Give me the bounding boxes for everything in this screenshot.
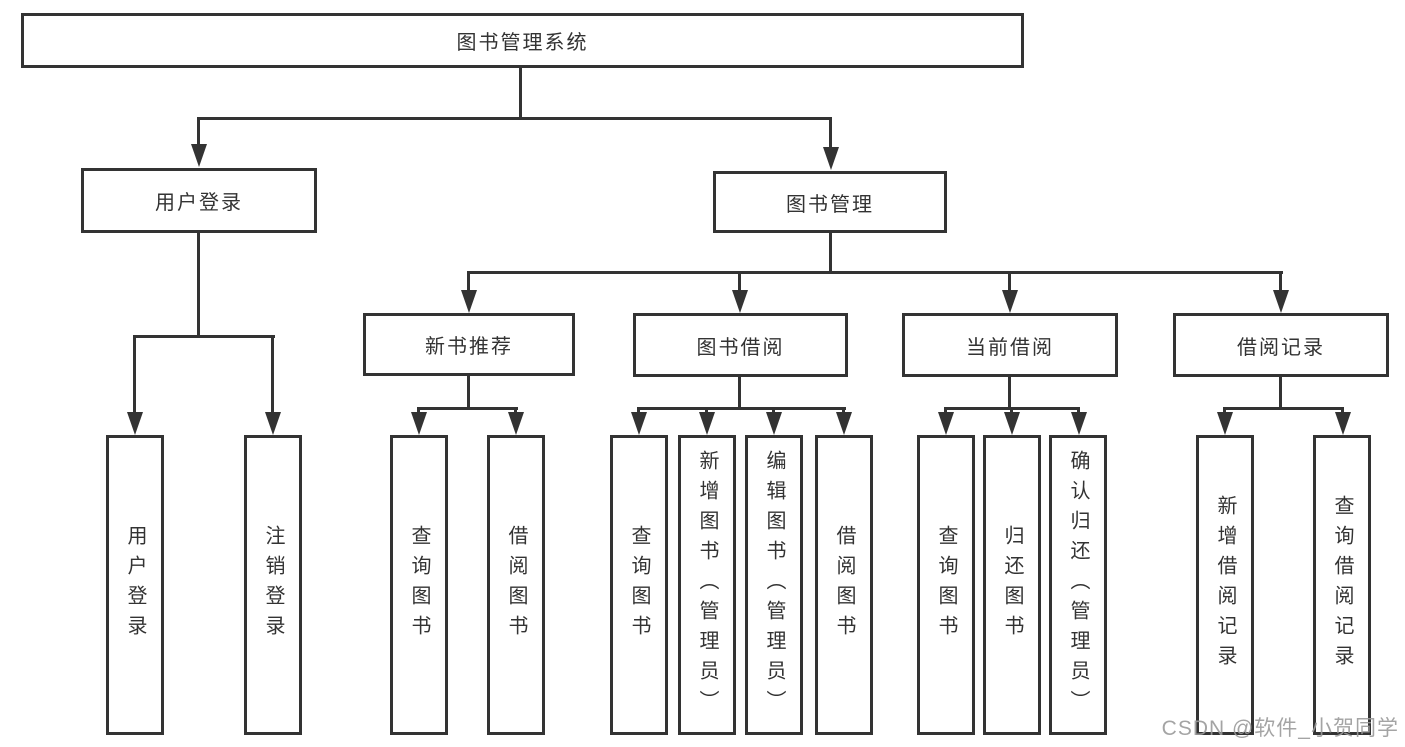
- node-label: 查询图书: [935, 525, 957, 645]
- node-label: 借阅图书: [833, 525, 855, 645]
- connector-records-branch: [1223, 407, 1344, 410]
- connector-root-stem: [519, 68, 522, 118]
- arrow-down-icon: [127, 412, 143, 435]
- arrow-down-icon: [732, 290, 748, 313]
- node-label: 借阅记录: [1237, 336, 1325, 359]
- node-label: 新增借阅记录: [1214, 495, 1236, 675]
- connector-borrow-stub: [738, 271, 741, 290]
- connector-modules-branch: [467, 271, 1283, 274]
- arrow-down-icon: [1071, 412, 1087, 435]
- node-newbook-search-books: 查询图书: [390, 435, 448, 735]
- node-user-login: 用户登录: [81, 168, 317, 233]
- connector-logout-stub: [271, 335, 274, 413]
- connector-child-stub: [944, 407, 947, 415]
- node-label: 新增图书（管理员）: [696, 450, 718, 720]
- node-label: 注销登录: [262, 525, 284, 645]
- connector-login-stub: [133, 335, 136, 413]
- connector-user-login-stub: [197, 117, 200, 145]
- connector-child-stub: [1341, 407, 1344, 415]
- arrow-down-icon: [191, 144, 207, 167]
- connector-child-stub: [514, 407, 517, 415]
- connector-child-stub: [842, 407, 845, 415]
- connector-current-stub: [1008, 271, 1011, 290]
- connector-new-book-stub: [467, 271, 470, 290]
- node-label: 图书管理系统: [456, 32, 589, 54]
- arrow-down-icon: [1217, 412, 1233, 435]
- node-label: 用户登录: [155, 192, 243, 214]
- arrow-down-icon: [508, 412, 524, 435]
- node-newbook-borrow-books: 借阅图书: [487, 435, 545, 735]
- node-book-borrow: 图书借阅: [633, 313, 848, 377]
- arrow-down-icon: [1004, 412, 1020, 435]
- node-label: 借阅图书: [505, 525, 527, 645]
- node-label: 查询借阅记录: [1331, 495, 1353, 675]
- node-label: 图书借阅: [696, 336, 785, 359]
- arrow-down-icon: [823, 147, 839, 170]
- arrow-down-icon: [699, 412, 715, 435]
- node-label: 查询图书: [628, 525, 650, 645]
- connector-records-stub: [1279, 271, 1282, 290]
- node-current-borrow: 当前借阅: [902, 313, 1118, 377]
- node-new-book-recommend: 新书推荐: [363, 313, 575, 376]
- node-library-management-system: 图书管理系统: [21, 13, 1024, 68]
- node-label: 确认归还（管理员）: [1067, 450, 1089, 720]
- arrow-down-icon: [938, 412, 954, 435]
- arrow-down-icon: [1002, 290, 1018, 313]
- connector-child-stub: [417, 407, 420, 415]
- node-book-management: 图书管理: [713, 171, 947, 233]
- connector-child-stub: [1010, 407, 1013, 415]
- arrow-down-icon: [461, 290, 477, 313]
- node-user-login-leaf: 用户登录: [106, 435, 164, 735]
- node-borrow-search-books: 查询图书: [610, 435, 668, 735]
- node-label: 归还图书: [1001, 525, 1023, 645]
- node-logout: 注销登录: [244, 435, 302, 735]
- connector-child-stub: [705, 407, 708, 415]
- connector-child-stub: [772, 407, 775, 415]
- node-label: 用户登录: [124, 525, 146, 645]
- node-borrow-records: 借阅记录: [1173, 313, 1389, 377]
- connector-user-login-branch: [133, 335, 275, 338]
- node-label: 图书管理: [786, 193, 874, 216]
- connector-records-stem: [1279, 377, 1282, 407]
- node-label: 当前借阅: [966, 336, 1054, 359]
- node-label: 查询图书: [408, 525, 430, 645]
- node-add-borrow-record: 新增借阅记录: [1196, 435, 1254, 735]
- arrow-down-icon: [265, 412, 281, 435]
- node-search-borrow-record: 查询借阅记录: [1313, 435, 1371, 735]
- connector-user-login-stem: [197, 233, 200, 335]
- connector-borrow-branch: [637, 407, 846, 410]
- arrow-down-icon: [631, 412, 647, 435]
- connector-new-book-stem: [467, 376, 470, 407]
- node-return-books: 归还图书: [983, 435, 1041, 735]
- arrow-down-icon: [411, 412, 427, 435]
- node-label: 编辑图书（管理员）: [763, 450, 785, 720]
- node-label: 新书推荐: [425, 336, 513, 358]
- connector-current-stem: [1008, 377, 1011, 407]
- connector-child-stub: [637, 407, 640, 415]
- connector-child-stub: [1077, 407, 1080, 415]
- arrow-down-icon: [1335, 412, 1351, 435]
- node-add-books-admin: 新增图书（管理员）: [678, 435, 736, 735]
- arrow-down-icon: [1273, 290, 1289, 313]
- node-confirm-return-admin: 确认归还（管理员）: [1049, 435, 1107, 735]
- arrow-down-icon: [766, 412, 782, 435]
- connector-book-mgmt-stem: [829, 233, 832, 274]
- node-edit-books-admin: 编辑图书（管理员）: [745, 435, 803, 735]
- csdn-watermark: CSDN @软件_小贺同学: [1161, 717, 1399, 740]
- connector-level1-branch: [197, 117, 832, 120]
- connector-borrow-stem: [738, 377, 741, 407]
- node-current-search-books: 查询图书: [917, 435, 975, 735]
- arrow-down-icon: [836, 412, 852, 435]
- connector-child-stub: [1223, 407, 1226, 415]
- connector-book-mgmt-stub: [829, 117, 832, 148]
- connector-new-book-branch: [417, 407, 518, 410]
- node-borrow-books: 借阅图书: [815, 435, 873, 735]
